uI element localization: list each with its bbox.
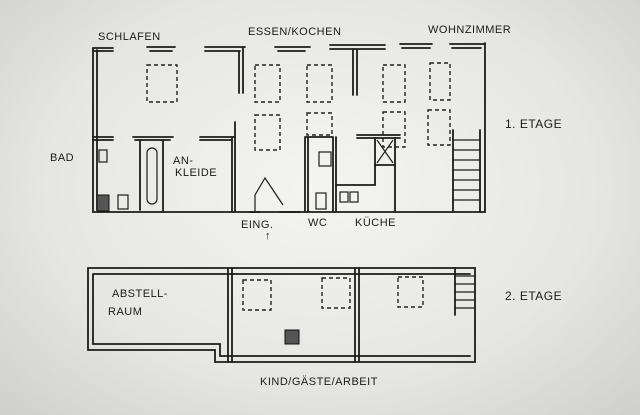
room-label-abstellraum-2: RAUM bbox=[108, 306, 143, 318]
floor2-walls bbox=[87, 267, 476, 363]
room-label-kind-gaeste-arbeit: KIND/GÄSTE/ARBEIT bbox=[260, 376, 378, 388]
room-label-eingang: EING. bbox=[241, 219, 274, 231]
room-label-ankleide-1: AN- bbox=[173, 155, 194, 167]
floor-title-1: 1. ETAGE bbox=[505, 117, 563, 131]
floor1-skylights bbox=[146, 62, 451, 151]
room-label-abstellraum-1: ABSTELL- bbox=[112, 288, 168, 300]
entrance-arrow-icon: ↑ bbox=[265, 230, 271, 242]
room-label-wohnzimmer: WOHNZIMMER bbox=[428, 24, 512, 36]
room-label-schlafen: SCHLAFEN bbox=[98, 31, 161, 43]
room-label-ankleide-2: KLEIDE bbox=[175, 167, 218, 179]
room-label-essen-kochen: ESSEN/KOCHEN bbox=[248, 26, 342, 38]
room-label-wc: WC bbox=[308, 217, 328, 229]
room-label-bad: BAD bbox=[50, 152, 75, 164]
floor-title-2: 2. ETAGE bbox=[505, 289, 563, 303]
room-label-kueche: KÜCHE bbox=[355, 217, 397, 229]
floor1-walls bbox=[92, 42, 486, 213]
